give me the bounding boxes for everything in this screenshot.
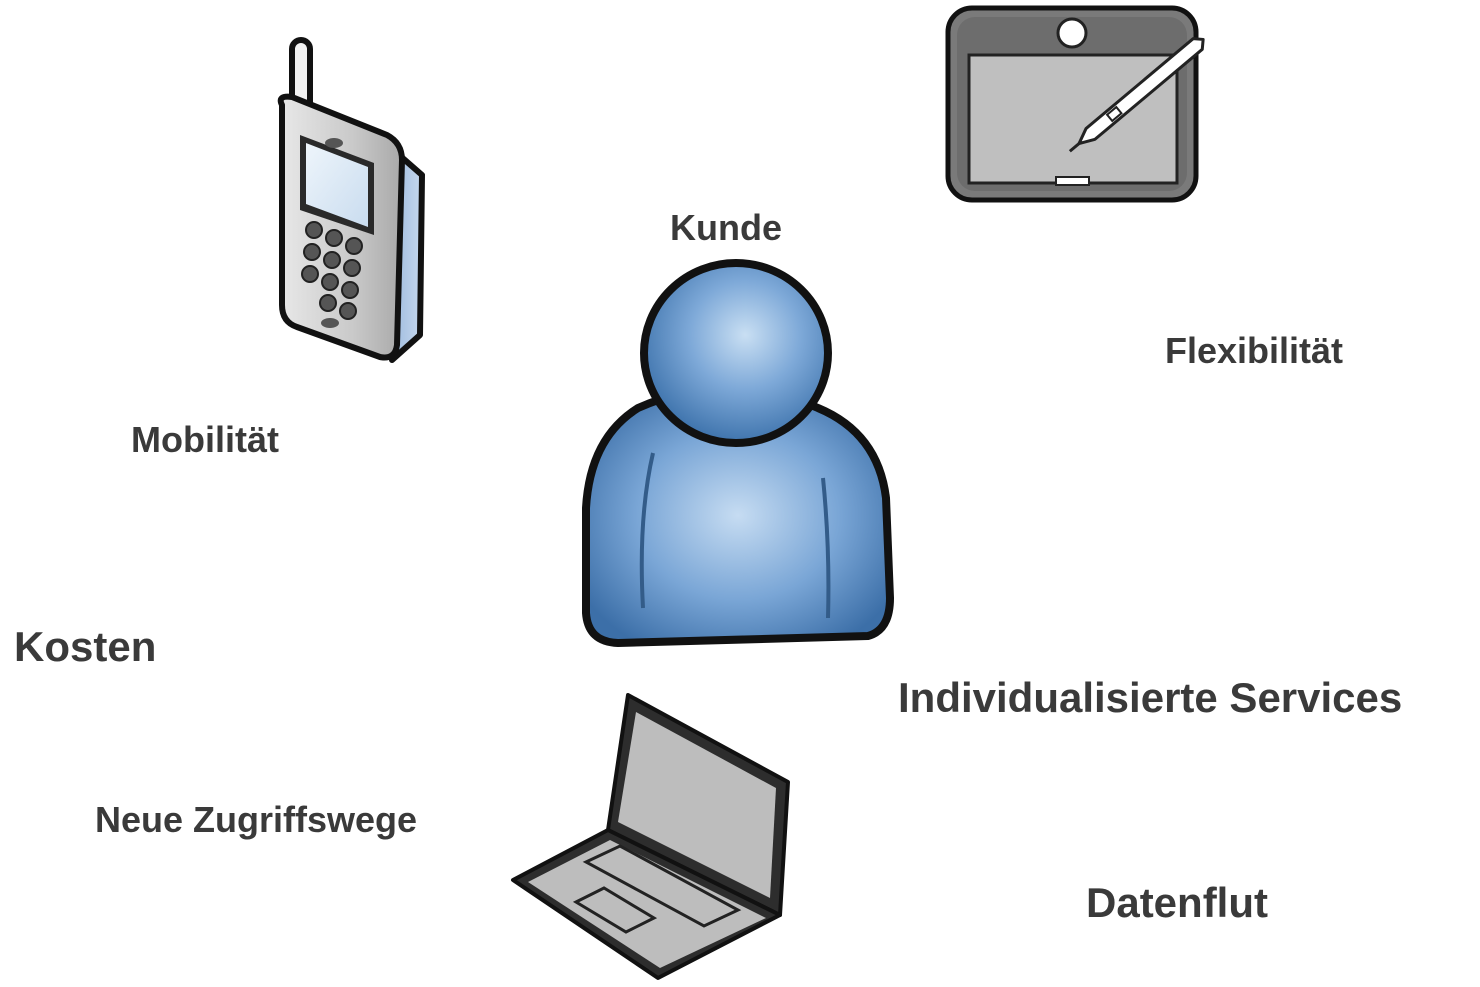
laptop-icon [508,690,798,982]
label-datenflut: Datenflut [1086,879,1268,926]
label-flexibilitaet: Flexibilität [1165,330,1344,371]
label-mobilitaet: Mobilität [131,419,279,460]
tablet-with-stylus-icon [945,5,1250,205]
mobile-phone-icon [262,35,432,365]
label-individualisierte-services: Individualisierte Services [898,674,1403,721]
label-kunde: Kunde [670,207,782,248]
person-icon [578,258,898,663]
label-kosten: Kosten [14,623,157,670]
label-neue-zugriffswege: Neue Zugriffswege [95,799,418,840]
